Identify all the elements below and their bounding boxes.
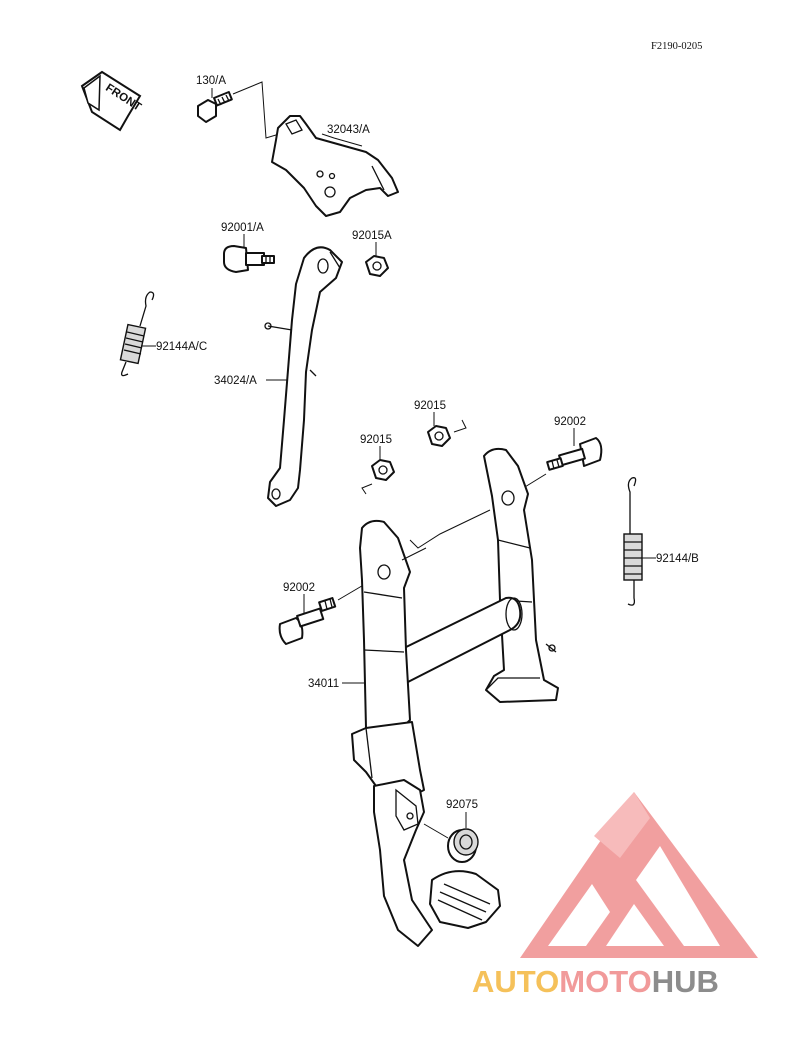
- guide-92075: [423, 823, 449, 839]
- label-34011: 34011: [308, 678, 339, 690]
- label-92002-right: 92002: [554, 416, 586, 428]
- center-stand-34011: [351, 447, 559, 947]
- guide-34011-top: [409, 509, 491, 549]
- nut-92015-mid: [371, 459, 395, 481]
- guide-92015-mid: [361, 483, 373, 495]
- watermark-moto: MOTO: [559, 964, 651, 999]
- figure-code: F2190-0205: [651, 41, 702, 52]
- spring-92144ac: [119, 291, 155, 377]
- nut-92015-top: [427, 425, 451, 447]
- label-92015-top: 92015: [414, 400, 446, 412]
- label-130a: 130/A: [196, 75, 226, 87]
- pivot-bolt-92001a: [223, 245, 275, 273]
- spring-92144b: [623, 477, 643, 606]
- svg-text:AUTOMOTOHUB: AUTOMOTOHUB: [472, 964, 719, 999]
- label-34024a: 34024/A: [214, 375, 257, 387]
- rubber-92075: [447, 828, 479, 863]
- pivot-bolt-92002-left: [278, 597, 337, 645]
- watermark-text: AUTOMOTOHUB: [472, 964, 719, 999]
- bracket-32043a: [271, 115, 399, 217]
- label-92015-mid: 92015: [360, 434, 392, 446]
- nut-92015a: [365, 255, 389, 277]
- label-92075: 92075: [446, 799, 478, 811]
- label-92144ac: 92144A/C: [156, 341, 207, 353]
- watermark-auto: AUTO: [472, 964, 559, 999]
- label-92015a: 92015A: [352, 230, 392, 242]
- guide-34011-mid: [401, 547, 427, 561]
- front-arrow-icon: FRONT: [80, 70, 143, 132]
- pivot-bolt-92002-right: [546, 437, 603, 471]
- guide-92015-top: [453, 419, 467, 433]
- leader-32043a: [321, 133, 363, 147]
- label-92144b: 92144/B: [656, 553, 699, 565]
- bolt-130a: [197, 91, 233, 123]
- side-stand-34024a: [264, 246, 343, 507]
- watermark-hub: HUB: [652, 964, 719, 999]
- label-92001a: 92001/A: [221, 222, 264, 234]
- label-32043a: 32043/A: [327, 124, 370, 136]
- watermark-logo-icon: [520, 792, 758, 958]
- label-92002-left: 92002: [283, 582, 315, 594]
